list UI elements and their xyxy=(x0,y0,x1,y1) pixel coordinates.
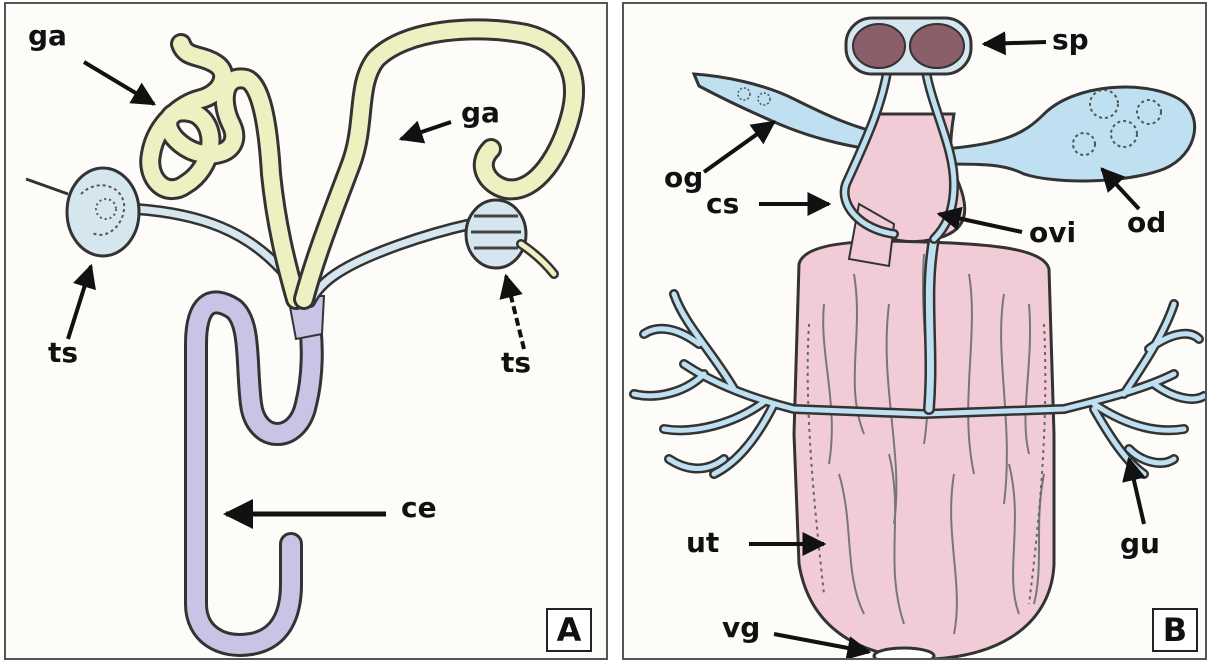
panel-b-drawing xyxy=(624,4,1207,660)
arrow-ts-right xyxy=(506,276,524,349)
central-duct xyxy=(929,239,934,409)
label-ts-right: ts xyxy=(501,349,531,377)
panel-b: sp og cs ovi od ut gu vg B xyxy=(622,2,1207,660)
panel-a: ga ga ts ts ce A xyxy=(4,2,608,660)
label-ut: ut xyxy=(686,529,719,557)
label-sp: sp xyxy=(1052,26,1089,54)
testis-right xyxy=(466,200,554,274)
label-ga-right: ga xyxy=(461,99,500,127)
arrow-ga-right xyxy=(401,122,451,139)
arrow-ts-left xyxy=(68,266,91,339)
label-ce: ce xyxy=(401,494,437,522)
arrow-sp xyxy=(984,42,1046,44)
label-od: od xyxy=(1127,209,1166,237)
spermatheca xyxy=(846,18,971,74)
ovary xyxy=(944,87,1195,181)
arrow-og xyxy=(704,122,774,172)
label-gu: gu xyxy=(1120,530,1160,558)
label-ts-left: ts xyxy=(48,339,78,367)
label-ovi: ovi xyxy=(1029,219,1076,247)
label-ga-left: ga xyxy=(28,22,67,50)
arrow-ga-left xyxy=(84,62,154,104)
panel-letter-b: B xyxy=(1152,608,1198,652)
ejaculatory-duct xyxy=(196,296,324,645)
panel-letter-a: A xyxy=(546,608,592,652)
label-vg: vg xyxy=(722,614,760,642)
vagina xyxy=(874,648,934,660)
panel-a-drawing xyxy=(6,4,608,660)
testis-left xyxy=(26,168,139,256)
label-og: og xyxy=(664,164,703,192)
label-cs: cs xyxy=(706,190,739,218)
